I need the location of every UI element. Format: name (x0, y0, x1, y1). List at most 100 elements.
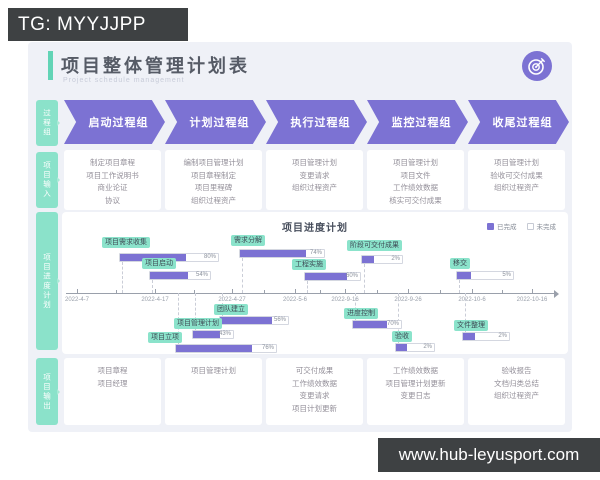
output-card-item: 文档归类总结 (494, 378, 539, 388)
task-percent-label: 54% (195, 272, 208, 278)
gantt-title: 项目进度计划 (282, 223, 348, 234)
gantt-legend: 已完成未完成 (487, 221, 556, 231)
output-card-item: 项目经理 (97, 378, 128, 388)
task-bar-fill (220, 317, 272, 324)
output-card-item: 变更请求 (299, 391, 330, 400)
top-watermark: TG: MYYJJPP (8, 8, 188, 41)
task-percent-label: 2% (423, 344, 432, 350)
task-connector-line (307, 281, 308, 293)
task-bar: 70% (352, 320, 402, 329)
task-percent-label: 2% (391, 256, 400, 262)
input-card-item: 编制项目管理计划 (183, 158, 244, 167)
axis-tick (295, 289, 296, 293)
axis-tick-minor (440, 290, 441, 293)
task-bar: 60% (304, 272, 361, 281)
input-card-item: 组织过程资产 (494, 183, 539, 192)
axis-tick (77, 289, 78, 293)
task-bar: 5% (456, 271, 514, 280)
task-connector-line (465, 293, 466, 332)
process-group-label: 启动过程组 (88, 117, 149, 129)
legend-swatch-filled (487, 222, 494, 230)
output-card-item: 组织过程资产 (494, 391, 539, 400)
task-connector-line (122, 262, 123, 293)
task-percent-label: 76% (261, 345, 274, 351)
input-card-item: 组织过程资产 (292, 183, 337, 192)
input-card: 制定项目章程项目工作说明书商业论证协议 (64, 150, 161, 210)
task-connector-line (195, 293, 196, 330)
axis-date-label: 2022-10-16 (516, 297, 548, 303)
task-connector-line (459, 280, 460, 293)
task-connector-line (364, 264, 365, 293)
timeline-arrow-icon (554, 290, 563, 298)
output-card: 工作绩效数据项目管理计划更新变更日志 (367, 358, 464, 425)
axis-tick-minor (502, 290, 503, 293)
task-tag: 团队建立 (214, 304, 248, 315)
input-card-item: 验收可交付成果 (490, 170, 543, 180)
title-accent-bar (48, 51, 53, 80)
input-card-item: 组织过程资产 (191, 195, 236, 205)
axis-tick-minor (376, 290, 378, 293)
task-bar-fill (120, 254, 186, 261)
task-bar: 76% (175, 344, 277, 353)
task-bar: 2% (361, 255, 403, 264)
axis-tick (155, 289, 156, 293)
task-percent-label: 80% (203, 254, 216, 260)
output-card-item: 项目管理计划 (191, 366, 236, 375)
output-card-item: 可交付成果 (295, 366, 334, 375)
output-card: 项目章程项目经理 (64, 358, 161, 425)
task-percent-label: 60% (345, 273, 358, 279)
output-card-item: 验收报告 (501, 366, 532, 375)
input-card: 项目管理计划项目文件工作绩效数据核实可交付成果 (367, 150, 464, 210)
process-group-chevron: 收尾过程组 (468, 100, 569, 144)
axis-date-label: 2022-9-16 (331, 297, 359, 303)
axis-tick (532, 289, 533, 293)
legend-item: 未完成 (526, 221, 556, 231)
input-card-item: 核实可交付成果 (389, 195, 442, 205)
axis-tick-minor (193, 290, 195, 293)
task-percent-label: 2% (498, 333, 507, 339)
task-bar: 2% (462, 332, 510, 341)
task-bar: 54% (149, 271, 211, 280)
process-group-label: 收尾过程组 (492, 117, 553, 129)
task-tag: 移交 (450, 258, 470, 269)
output-card-item: 工作绩效数据 (292, 378, 337, 388)
task-bar-fill (362, 256, 374, 263)
output-card: 项目管理计划 (165, 358, 262, 425)
axis-date-label: 2022-4-27 (218, 297, 246, 303)
input-card-item: 变更请求 (299, 170, 330, 180)
task-percent-label: 74% (309, 250, 322, 256)
task-tag: 验收 (392, 331, 412, 342)
output-card-item: 项目管理计划更新 (385, 378, 446, 388)
timeline-axis (66, 293, 555, 294)
output-card: 验收报告文档归类总结组织过程资产 (468, 358, 565, 425)
task-percent-label: 5% (502, 272, 511, 278)
bottom-watermark-link[interactable]: www.hub-leyusport.com (378, 438, 600, 472)
axis-tick-minor (320, 290, 321, 293)
task-bar-fill (463, 333, 475, 340)
process-group-chevron: 执行过程组 (266, 100, 367, 144)
axis-date-label: 2022-4-7 (64, 297, 90, 303)
task-bar-fill (240, 250, 306, 257)
output-card: 可交付成果工作绩效数据变更请求项目计划更新 (266, 358, 363, 425)
input-card-item: 项目章程制定 (191, 170, 236, 180)
process-group-label: 执行过程组 (290, 117, 351, 129)
legend-item: 已完成 (487, 221, 517, 231)
axis-tick (345, 289, 346, 293)
page-title: 项目整体管理计划表 (61, 56, 250, 76)
input-card-item: 项目管理计划 (393, 158, 438, 167)
task-tag: 工程实施 (292, 259, 326, 270)
process-group-chevron: 启动过程组 (64, 100, 165, 144)
input-card: 项目管理计划验收可交付成果组织过程资产 (468, 150, 565, 210)
task-percent-label: 43% (218, 331, 231, 337)
task-tag: 项目管理计划 (174, 318, 222, 329)
main-card: 项目整体管理计划表 Project schedule management 过程… (28, 42, 572, 432)
input-card: 编制项目管理计划项目章程制定项目里程碑组织过程资产 (165, 150, 262, 210)
task-tag: 项目需求收集 (102, 237, 150, 248)
axis-tick-minor (263, 290, 265, 293)
input-card-item: 项目工作说明书 (86, 170, 139, 180)
target-icon (522, 51, 552, 81)
input-card-item: 制定项目章程 (90, 158, 135, 167)
task-tag: 项目启动 (142, 258, 176, 269)
